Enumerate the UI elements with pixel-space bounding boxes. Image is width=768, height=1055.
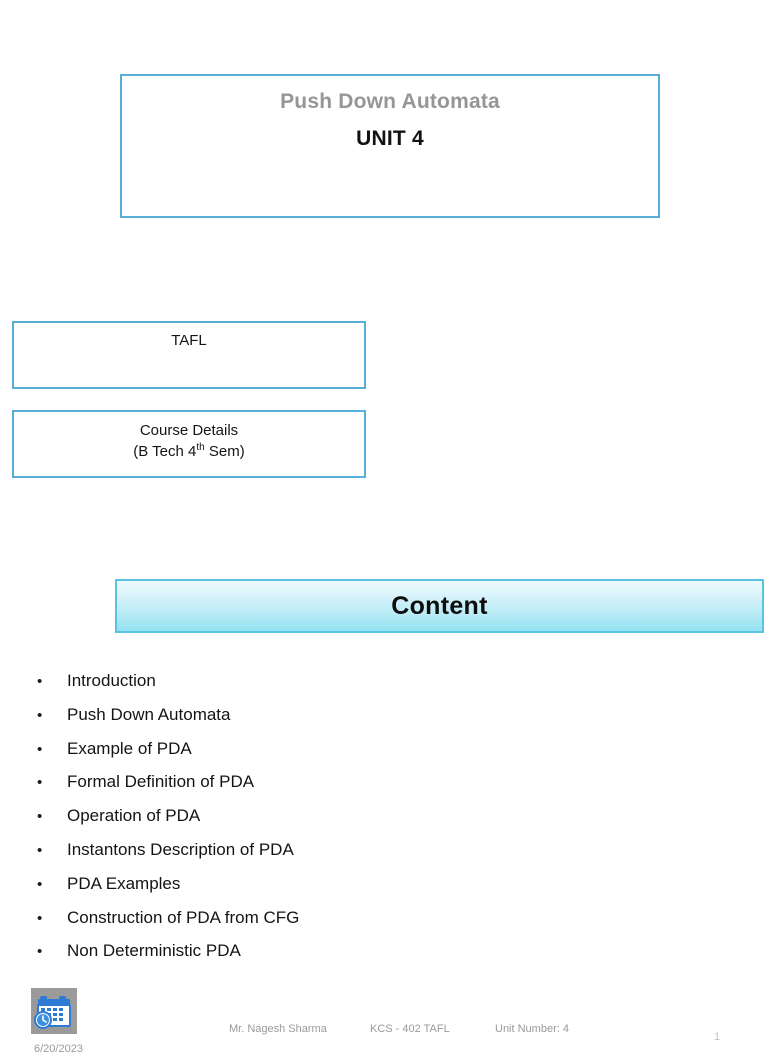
bullet-point-icon: • bbox=[37, 740, 43, 758]
bullet-item-label: Instantons Description of PDA bbox=[67, 839, 294, 859]
course-details-text: Course Details (B Tech 4th Sem) bbox=[14, 412, 364, 462]
bullet-item-label: Non Deterministic PDA bbox=[67, 941, 241, 961]
bullet-point-icon: • bbox=[37, 841, 43, 859]
footer-unit-number: Unit Number: 4 bbox=[495, 1023, 569, 1035]
content-banner-title: Content bbox=[391, 591, 488, 620]
bullet-item-label: Push Down Automata bbox=[67, 704, 231, 724]
bullet-list-item: • Example of PDA bbox=[0, 740, 768, 774]
bullet-list-item: • Operation of PDA bbox=[0, 807, 768, 841]
bullet-item-label: Introduction bbox=[67, 671, 156, 690]
bullet-list-item: • Push Down Automata bbox=[0, 706, 768, 740]
title-box: Push Down Automata UNIT 4 bbox=[120, 74, 660, 218]
footer-page-number: 1 bbox=[714, 1031, 721, 1043]
bullet-item-label: PDA Examples bbox=[67, 873, 181, 893]
bullet-list-item: • Introduction bbox=[0, 672, 768, 706]
bullet-list-item: • Non Deterministic PDA bbox=[0, 942, 768, 976]
bullet-point-icon: • bbox=[37, 673, 43, 690]
course-details-line2-suffix: Sem) bbox=[204, 443, 245, 460]
title-subject: Push Down Automata bbox=[280, 90, 500, 113]
bullet-list-item: • Formal Definition of PDA bbox=[0, 773, 768, 807]
course-details-box: Course Details (B Tech 4th Sem) bbox=[12, 410, 366, 478]
title-unit: UNIT 4 bbox=[356, 127, 424, 150]
bullet-point-icon: • bbox=[37, 808, 43, 826]
bullet-item-label: Operation of PDA bbox=[67, 806, 201, 826]
bullet-item-label: Construction of PDA from CFG bbox=[67, 907, 300, 927]
bullet-item-label: Formal Definition of PDA bbox=[67, 772, 255, 792]
bullet-item-label: Example of PDA bbox=[67, 738, 192, 758]
slide-footer: 6/20/2023 Mr. Nagesh Sharma KCS - 402 TA… bbox=[0, 490, 768, 1055]
bullet-point-icon: • bbox=[37, 774, 43, 792]
footer-author: Mr. Nagesh Sharma bbox=[229, 1023, 327, 1035]
bullet-point-icon: • bbox=[37, 706, 43, 724]
bullet-list-item: • Instantons Description of PDA bbox=[0, 841, 768, 875]
content-slide: Content • Introduction • Push Down Automata… bbox=[0, 576, 768, 1024]
content-banner: Content bbox=[115, 579, 764, 633]
course-code-box: TAFL bbox=[12, 321, 366, 389]
course-code-label: TAFL bbox=[171, 332, 207, 349]
course-details-line2-prefix: (B Tech 4 bbox=[133, 443, 197, 460]
title-slide: Push Down Automata UNIT 4 TAFL Course De… bbox=[0, 74, 768, 1055]
content-bullet-list: • Introduction • Push Down Automata • Example… bbox=[0, 672, 768, 976]
course-details-line1: Course Details bbox=[139, 422, 239, 439]
course-details-line2: (B Tech 4th Sem) bbox=[14, 441, 364, 462]
bullet-point-icon: • bbox=[37, 875, 43, 893]
footer-date: 6/20/2023 bbox=[34, 1043, 83, 1055]
bullet-list-item: • PDA Examples bbox=[0, 875, 768, 909]
footer-course-code: KCS - 402 TAFL bbox=[370, 1023, 450, 1035]
course-details-line2-superscript: th bbox=[196, 442, 205, 453]
bullet-point-icon: • bbox=[37, 943, 43, 961]
bullet-point-icon: • bbox=[37, 909, 43, 927]
bullet-list-item: • Construction of PDA from CFG bbox=[0, 909, 768, 943]
